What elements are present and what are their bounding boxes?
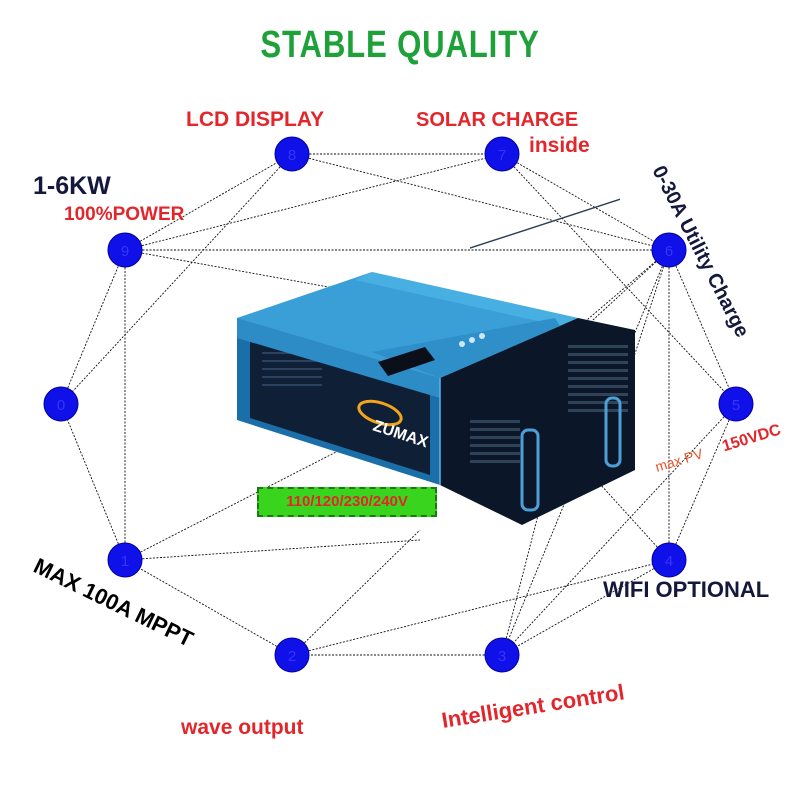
node-circle <box>484 136 520 172</box>
node-number: 6 <box>665 243 673 260</box>
node-circle <box>107 232 143 268</box>
node-number: 3 <box>498 648 506 665</box>
solar-inside-label: inside <box>529 134 590 157</box>
node-circle <box>43 386 79 422</box>
handle-right <box>604 396 622 468</box>
voltage-badge: 110/120/230/240V <box>257 487 437 517</box>
handle-left <box>520 428 540 512</box>
inverter-illustration: ZUMAX <box>237 198 635 525</box>
node-circle <box>274 637 310 673</box>
node-circle <box>274 136 310 172</box>
max-pv-value: 150VDC <box>720 421 783 455</box>
node-circle <box>107 542 143 578</box>
node-circle <box>651 232 687 268</box>
feature-nodes <box>43 136 754 673</box>
node-number: 4 <box>665 553 673 570</box>
node-number: 1 <box>121 553 129 570</box>
node-number: 9 <box>121 243 129 260</box>
vent-grid <box>470 345 628 463</box>
node-number: 2 <box>288 648 296 665</box>
node-number: 5 <box>732 397 740 414</box>
page-title: STABLE QUALITY <box>260 24 540 66</box>
wifi-label: WIFI OPTIONAL <box>603 577 770 602</box>
node-circle <box>484 637 520 673</box>
power-percent-label: 100%POWER <box>64 204 185 225</box>
intelligent-control-label: Intelligent control <box>440 679 626 733</box>
node-number: 7 <box>498 147 506 164</box>
wave-output-label: wave output <box>181 716 304 739</box>
solar-charge-label: SOLAR CHARGE <box>416 109 579 131</box>
power-rating-label: 1-6KW <box>33 172 111 200</box>
node-number: 0 <box>57 397 65 414</box>
node-circle <box>651 542 687 578</box>
lcd-display-label: LCD DISPLAY <box>186 108 325 131</box>
node-number: 8 <box>288 147 296 164</box>
max-pv-prefix: max PV <box>653 445 705 475</box>
node-circle <box>718 386 754 422</box>
lcd-screen <box>378 347 435 376</box>
